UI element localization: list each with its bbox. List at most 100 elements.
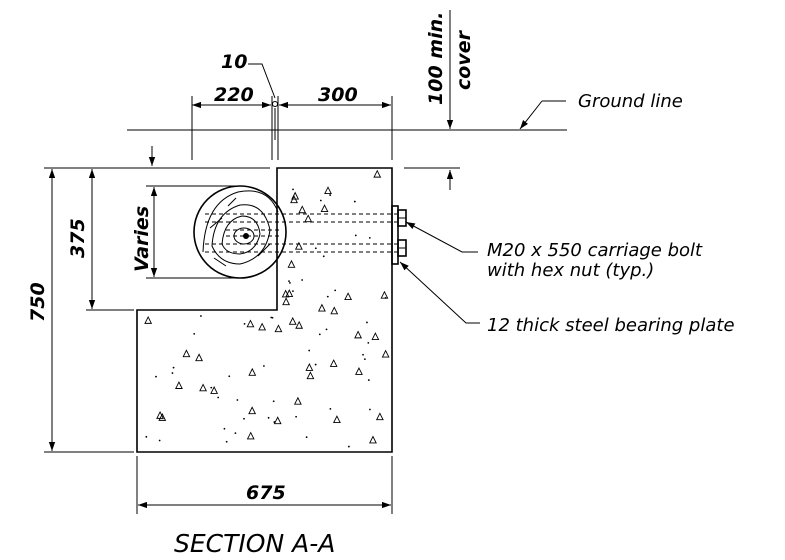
aggregate-mark [210,385,219,394]
carriage-bolt-upper [205,213,397,223]
aggregate-mark [248,367,257,376]
plate-leader [399,261,480,324]
aggregate-mark [306,371,315,380]
aggregate-dot [369,408,371,411]
aggregate-dot [384,297,387,299]
dim-300-text: 300 [318,84,358,106]
aggregate-mark [344,292,353,301]
bolt-leader [405,221,478,253]
aggregate-mark [273,416,282,425]
carriage-bolt-lower [205,243,397,253]
aggregate-dot [172,366,175,369]
aggregate-dot [366,321,368,324]
aggregate-mark [156,410,164,419]
aggregate-dot [225,440,228,443]
section-title: SECTION A-A [174,529,335,558]
aggregate-dot [200,315,202,317]
aggregate-mark [293,396,302,405]
dim-750-text: 750 [27,282,49,322]
dim-375-text: 375 [67,218,89,258]
aggregate-mark [258,322,267,331]
aggregate-mark [371,332,380,341]
dim-10-leader [248,63,276,99]
aggregate-mark [282,297,291,306]
aggregate-dot [301,279,304,281]
aggregate-dot [314,247,317,250]
aggregate-mark [298,205,307,214]
aggregate-dot [236,399,239,401]
cover-text-line2: cover [453,29,475,90]
aggregate-dot [145,435,148,438]
bolt-label-line1: M20 x 550 carriage bolt [487,240,703,261]
aggregate-mark [248,406,257,415]
aggregate-dot [271,316,274,319]
aggregate-mark [369,435,377,444]
aggregate-dot [308,349,311,352]
aggregate-dot [193,332,196,335]
concrete-hatching [144,169,390,448]
aggregate-mark [381,349,390,358]
aggregate-dot [292,188,294,191]
aggregate-mark [330,306,339,315]
aggregate-mark [199,383,208,392]
aggregate-dot [367,342,370,344]
aggregate-dot [353,200,356,203]
timber-pole [193,185,287,279]
aggregate-dot [326,295,329,298]
aggregate-dot [319,199,322,202]
aggregate-dot [305,436,308,439]
aggregate-mark [317,303,326,312]
aggregate-dot [318,333,321,336]
aggregate-dot [367,379,370,381]
aggregate-dot [243,417,245,420]
aggregate-mark [288,316,297,325]
concrete-footing [136,167,393,453]
aggregate-dot [210,386,213,389]
aggregate-mark [246,319,255,328]
aggregate-mark [324,186,332,195]
aggregate-mark [175,381,183,389]
aggregate-dot [329,194,332,196]
aggregate-dot [263,365,265,367]
aggregate-dot [292,290,294,292]
aggregate-dot [155,375,157,378]
aggregate-mark [182,349,191,358]
aggregate-mark [375,412,384,421]
varies-text: Varies [131,206,153,272]
aggregate-dot [171,372,174,374]
aggregate-mark [246,431,255,440]
aggregate-dot [347,445,350,448]
aggregate-mark [274,324,283,333]
aggregate-mark [290,195,298,204]
steel-bearing-plate [391,205,399,265]
aggregate-dot [363,358,366,361]
aggregate-dot [329,408,332,410]
dim-220-text: 220 [214,84,254,106]
aggregate-mark [305,362,314,371]
aggregate-dot [243,322,246,325]
aggregate-dot [362,353,364,356]
dim-10-text: 10 [221,51,247,73]
aggregate-dot [325,328,328,331]
plate-label: 12 thick steel bearing plate [487,315,735,336]
aggregate-dot [288,280,290,283]
aggregate-dot [272,400,275,403]
aggregate-dot [354,234,357,237]
aggregate-mark [332,415,341,424]
aggregate-mark [294,241,303,250]
aggregate-dot [223,427,226,430]
aggregate-mark [329,359,338,367]
aggregate-mark [354,330,363,339]
cover-text-line1: 100 min. [425,12,447,105]
aggregate-dot [334,289,337,292]
aggregate-dot [368,236,371,239]
aggregate-dot [322,255,325,258]
aggregate-dot [314,363,317,366]
aggregate-mark [355,367,363,375]
ground-line-leader [519,100,543,130]
aggregate-mark [320,204,329,213]
aggregate-mark [285,289,294,297]
aggregate-dot [289,281,291,284]
